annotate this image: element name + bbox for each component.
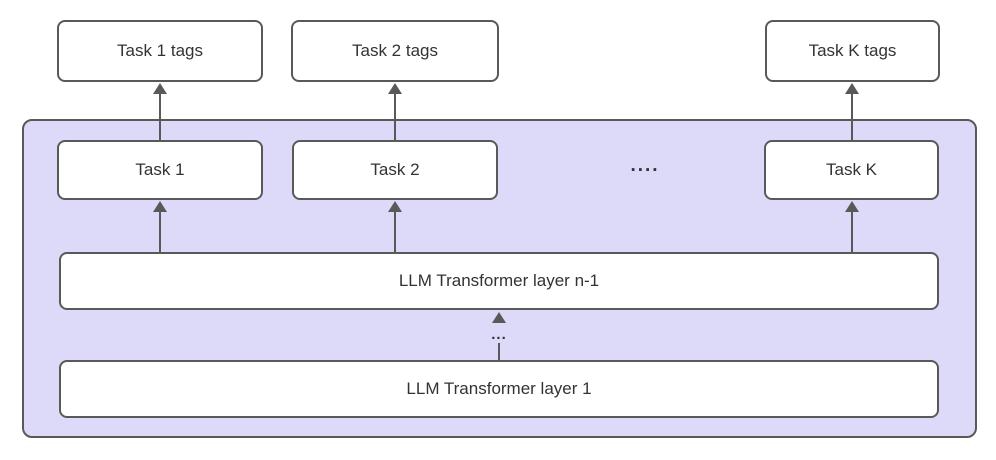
task-row-ellipsis: .... [630, 155, 660, 176]
arrow-layer-to-task1-icon [153, 201, 167, 252]
arrow-layer-to-taskk-icon [845, 201, 859, 252]
layer-stack-ellipsis: ... [491, 325, 507, 343]
node-label: Task K [825, 160, 878, 179]
arrow-line [159, 212, 161, 252]
node-task-k-tags: Task K tags [765, 20, 940, 82]
arrowhead-up-icon [153, 83, 167, 94]
arrow-line [159, 94, 161, 140]
node-label: Task K tags [808, 41, 897, 60]
arrow-line [851, 94, 853, 140]
node-label: Task 1 tags [117, 41, 203, 60]
arrow-task1-to-tags-icon [153, 83, 167, 140]
node-task-2: Task 2 [292, 140, 498, 200]
node-llm-layer-1: LLM Transformer layer 1 [59, 360, 939, 418]
node-label: Task 2 tags [352, 41, 438, 60]
node-llm-layer-n-1: LLM Transformer layer n-1 [59, 252, 939, 310]
arrowhead-up-icon [388, 201, 402, 212]
arrowhead-up-icon [153, 201, 167, 212]
arrowhead-up-icon [492, 312, 506, 323]
node-label: LLM Transformer layer 1 [406, 379, 592, 398]
node-label: Task 2 [370, 160, 420, 179]
node-label: Task 1 [135, 160, 185, 179]
node-task-2-tags: Task 2 tags [291, 20, 499, 82]
arrow-line [394, 212, 396, 252]
arrowhead-up-icon [845, 201, 859, 212]
arrow-taskk-to-tags-icon [845, 83, 859, 140]
node-task-1: Task 1 [57, 140, 263, 200]
arrow-line [394, 94, 396, 140]
arrowhead-up-icon [845, 83, 859, 94]
arrow-layer-to-task2-icon [388, 201, 402, 252]
arrow-line [851, 212, 853, 252]
arrow-line [498, 343, 500, 360]
arrowhead-up-icon [388, 83, 402, 94]
node-label: LLM Transformer layer n-1 [398, 271, 600, 290]
node-task-k: Task K [764, 140, 939, 200]
arrow-layer1-to-layern1-icon [492, 312, 506, 323]
node-task-1-tags: Task 1 tags [57, 20, 263, 82]
arrow-task2-to-tags-icon [388, 83, 402, 140]
